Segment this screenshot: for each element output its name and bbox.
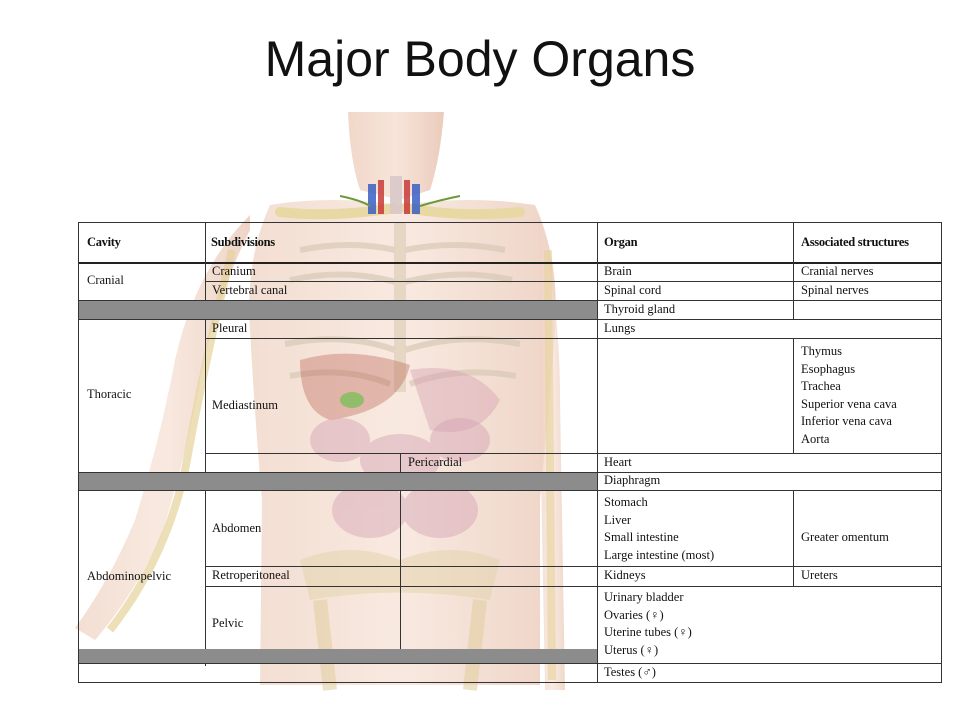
list-item: Urinary bladder: [604, 590, 684, 604]
list-item: Aorta: [801, 431, 830, 446]
list-item: Small intestine: [604, 530, 679, 544]
list-item: Trachea: [801, 379, 841, 393]
table-border: [205, 453, 942, 454]
organ-cell: Lungs: [604, 321, 636, 335]
table-border: [78, 472, 942, 473]
organ-list: Stomach Liver Small intestine Large inte…: [604, 494, 714, 564]
subdivision-cell: Abdomen: [212, 521, 262, 535]
subdivision-cell: Pelvic: [212, 616, 244, 630]
associated-cell: Ureters: [801, 568, 838, 582]
header-cavity: Cavity: [87, 235, 121, 249]
subdivision-cell: Pericardial: [408, 455, 463, 469]
table-border: [78, 663, 942, 664]
subdivision-cell: Vertebral canal: [212, 283, 288, 297]
table-border: [205, 222, 206, 666]
list-item: Thymus: [801, 344, 842, 358]
list-item: Superior vena cava: [801, 396, 897, 411]
organ-cell: Heart: [604, 455, 632, 469]
table-border: [78, 682, 942, 683]
organ-cell: Thyroid gland: [604, 302, 676, 316]
subdivision-cell: Mediastinum: [212, 398, 278, 412]
list-item: Inferior vena cava: [801, 414, 892, 428]
table-border: [205, 586, 942, 587]
table-border: [205, 281, 942, 282]
list-item: Ovaries (♀): [604, 607, 664, 622]
table-border: [793, 490, 794, 586]
subdivision-cell: Cranium: [212, 264, 256, 278]
table-border: [78, 222, 79, 682]
table-border: [400, 453, 401, 663]
table-border: [78, 319, 942, 320]
subdivision-cell: Pleural: [212, 321, 248, 335]
gray-band: [79, 301, 597, 319]
list-item: Esophagus: [801, 361, 856, 376]
header-associated-structures: Associated structures: [801, 235, 909, 249]
gray-band: [79, 473, 597, 490]
associated-list: Thymus Esophagus Trachea Superior vena c…: [801, 343, 897, 448]
list-item: Large intestine (most): [604, 547, 715, 562]
page-title: Major Body Organs: [264, 31, 696, 87]
cavity-cranial: Cranial: [87, 273, 124, 287]
list-item: Uterine tubes (♀): [604, 625, 692, 639]
organ-cell: Diaphragm: [604, 473, 661, 487]
table-border: [793, 338, 794, 453]
cavity-abdominopelvic: Abdominopelvic: [87, 569, 172, 583]
header-organ: Organ: [604, 235, 638, 249]
table-border: [78, 222, 942, 223]
gray-band: [79, 649, 597, 663]
organ-cell: Testes (♂): [604, 665, 656, 679]
associated-cell: Spinal nerves: [801, 283, 869, 297]
associated-cell: Cranial nerves: [801, 264, 874, 278]
subdivision-cell: Retroperitoneal: [212, 568, 290, 582]
cavity-thoracic: Thoracic: [87, 387, 132, 401]
table-border: [793, 222, 794, 319]
list-item: Uterus (♀): [604, 642, 659, 657]
associated-cell: Greater omentum: [801, 530, 889, 544]
header-subdivisions: Subdivisions: [211, 235, 275, 249]
organ-cell: Spinal cord: [604, 283, 662, 297]
table-border: [205, 338, 942, 339]
organ-cell: Brain: [604, 264, 632, 278]
table-border: [78, 262, 942, 264]
organ-list: Urinary bladder Ovaries (♀) Uterine tube…: [604, 589, 692, 659]
list-item: Liver: [604, 512, 632, 527]
table-border: [941, 222, 942, 682]
list-item: Stomach: [604, 495, 648, 509]
table-border: [597, 222, 598, 682]
table-border: [205, 566, 942, 567]
table-border: [78, 490, 942, 491]
table-border: [78, 300, 942, 301]
organ-cell: Kidneys: [604, 568, 646, 582]
